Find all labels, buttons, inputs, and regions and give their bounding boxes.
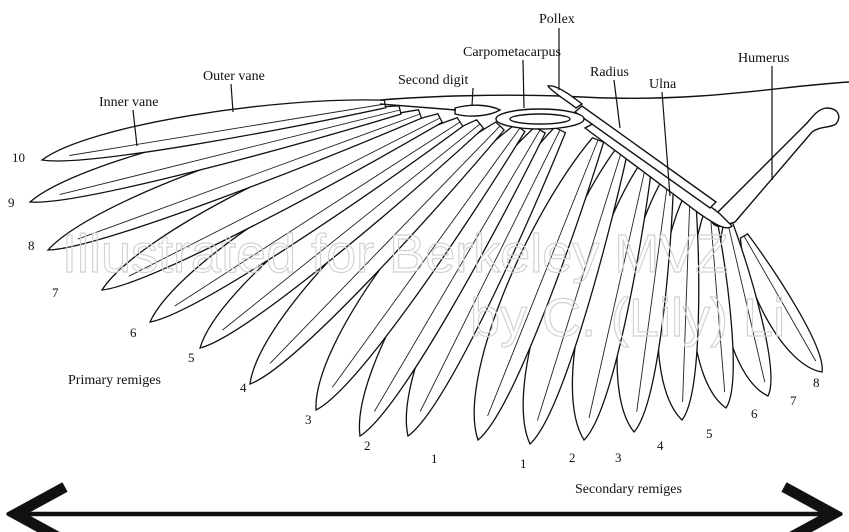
primary-number-7: 7: [52, 285, 59, 300]
label-humerus: Humerus: [738, 51, 789, 66]
secondary-number-3: 3: [615, 450, 622, 465]
primary-number-8: 8: [28, 238, 35, 253]
watermark-line-1: Illustrated for Berkeley MVZ: [62, 224, 728, 284]
label-pollex: Pollex: [539, 12, 575, 27]
label-primary-remiges: Primary remiges: [68, 373, 161, 388]
primary-number-9: 9: [8, 195, 15, 210]
label-second-digit: Second digit: [398, 73, 468, 88]
secondary-number-1: 1: [520, 456, 527, 471]
label-carpometacarpus: Carpometacarpus: [463, 45, 561, 60]
secondary-number-2: 2: [569, 450, 576, 465]
secondary-number-7: 7: [790, 393, 797, 408]
humerus-bone: [712, 108, 839, 226]
label-secondary-remiges: Secondary remiges: [575, 482, 682, 497]
secondary-number-6: 6: [751, 406, 758, 421]
label-ulna: Ulna: [649, 77, 677, 92]
primary-number-2: 2: [364, 438, 371, 453]
primary-number-5: 5: [188, 350, 195, 365]
watermark-line-2: by C. (Lily) Li: [470, 288, 785, 348]
primary-number-10: 10: [12, 150, 25, 165]
label-radius: Radius: [590, 65, 629, 80]
label-inner-vane: Inner vane: [99, 95, 158, 110]
primary-number-4: 4: [240, 380, 247, 395]
secondary-number-4: 4: [657, 438, 664, 453]
second-digit-bone: [455, 105, 500, 116]
label-outer-vane: Outer vane: [203, 69, 265, 84]
secondary-number-5: 5: [706, 426, 713, 441]
primary-number-6: 6: [130, 325, 137, 340]
primary-number-3: 3: [305, 412, 312, 427]
primary-number-1: 1: [431, 451, 438, 466]
secondary-number-8: 8: [813, 375, 820, 390]
